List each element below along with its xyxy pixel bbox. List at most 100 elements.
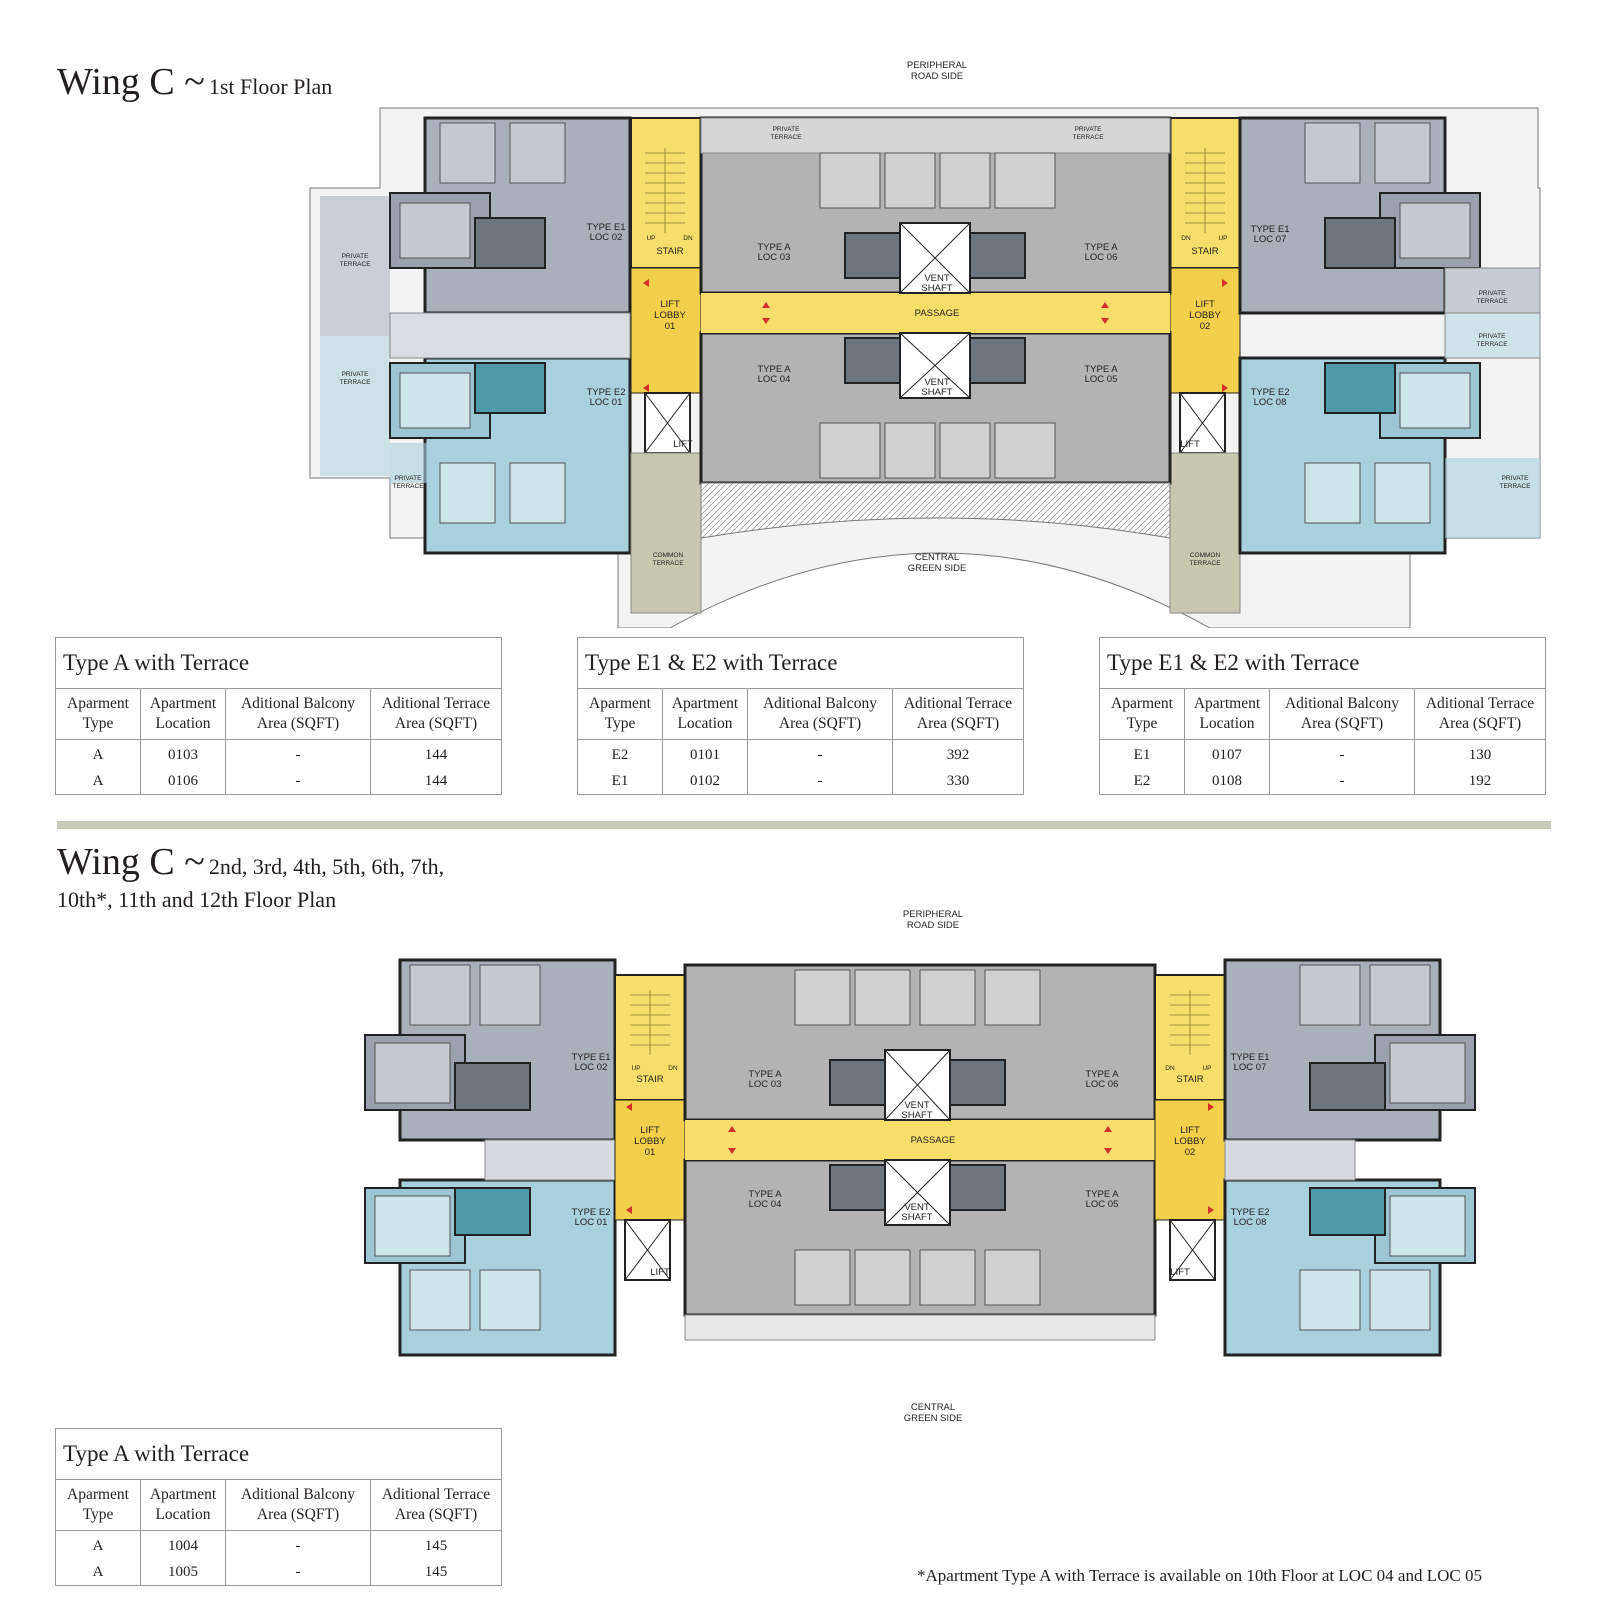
cell: 145	[370, 1559, 502, 1586]
upper-heading-sub1: 2nd, 3rd, 4th, 5th, 6th, 7th,	[208, 854, 445, 879]
unit-loc01-label-1: TYPE E2	[586, 387, 625, 398]
lobby1-label-3: 01	[645, 1147, 656, 1158]
lobby2-label-3: 02	[1200, 321, 1211, 332]
lobby2-label-2: LOBBY	[1174, 1136, 1206, 1147]
unit-loc04-label-2: LOC 04	[758, 374, 791, 385]
cell: 1004	[140, 1530, 226, 1559]
unit-loc08-label-1: TYPE E2	[1230, 1207, 1269, 1218]
cell: 0107	[1184, 739, 1270, 768]
pt1-label-1: PRIVATE	[342, 253, 370, 260]
cell: -	[225, 1559, 371, 1586]
cell: E2	[577, 739, 663, 768]
stair-right-up: UP	[1218, 235, 1227, 242]
stair-right-label: STAIR	[1176, 1074, 1203, 1085]
unit-loc05-label-2: LOC 05	[1085, 374, 1118, 385]
unit-loc03-label-1: TYPE A	[757, 242, 791, 253]
cell: E1	[1099, 739, 1185, 768]
stair-right-dn: DN	[1165, 1065, 1175, 1072]
cell: -	[225, 768, 371, 795]
lobby1-label-1: LIFT	[660, 299, 680, 310]
vent1-label-2: SHAFT	[921, 283, 952, 294]
passage	[685, 1120, 1155, 1160]
pt4-label-2: TERRACE	[770, 134, 802, 141]
unit-loc02-label-1: TYPE E1	[571, 1052, 610, 1063]
unit-loc06-label-2: LOC 06	[1085, 252, 1118, 263]
stair-left-label: STAIR	[636, 1074, 663, 1085]
cell: -	[225, 739, 371, 768]
cell: A	[55, 1559, 141, 1586]
unit-loc06-label-2: LOC 06	[1086, 1079, 1119, 1090]
unit-loc03-label-2: LOC 03	[749, 1079, 782, 1090]
cell: E2	[1099, 768, 1185, 795]
common-terrace-right	[1169, 452, 1241, 614]
stair-right-dn: DN	[1181, 235, 1191, 242]
bath-e1-loc02	[474, 217, 546, 269]
unit-loc07-label-1: TYPE E1	[1250, 224, 1289, 235]
lift-lobby-02	[1154, 1099, 1226, 1221]
unit-loc07-label-2: LOC 07	[1254, 234, 1287, 245]
pt2-label-1: PRIVATE	[342, 371, 370, 378]
table-caption: Type A with Terrace	[55, 637, 502, 689]
road-side-label-1: PERIPHERAL	[907, 60, 967, 71]
lobby1-label-2: LOBBY	[654, 310, 686, 321]
pt7-label-2: TERRACE	[1476, 341, 1508, 348]
cell: 130	[1414, 739, 1546, 768]
lift-right-label: LIFT	[1180, 439, 1200, 450]
pt8-label-2: TERRACE	[1499, 483, 1531, 490]
unit-loc05-label-1: TYPE A	[1085, 1189, 1119, 1200]
green-side-label-1: CENTRAL	[915, 552, 959, 563]
lift-lobby-01	[614, 1099, 686, 1221]
lift-left-label: LIFT	[650, 1267, 670, 1278]
upper-heading-sub2: 10th*, 11th and 12th Floor Plan	[57, 887, 337, 912]
vent1-label-1: VENT	[904, 1100, 930, 1111]
road-side-label-2: ROAD SIDE	[907, 920, 959, 931]
pt3-label-2: TERRACE	[392, 483, 424, 490]
cell: -	[225, 1530, 371, 1559]
cell: -	[747, 739, 893, 768]
road-side-label-2: ROAD SIDE	[911, 71, 963, 82]
road-side-label-1: PERIPHERAL	[903, 909, 963, 920]
cell: 0102	[662, 768, 748, 795]
cell: -	[1269, 739, 1415, 768]
lobby2-label-2: LOBBY	[1189, 310, 1221, 321]
lobby2-label-1: LIFT	[1180, 1125, 1200, 1136]
pt2-label-2: TERRACE	[339, 379, 371, 386]
pt8-label-1: PRIVATE	[1502, 475, 1530, 482]
stair-left-dn: DN	[668, 1065, 678, 1072]
section-divider	[57, 821, 1551, 829]
cell: A	[55, 768, 141, 795]
pt3-label-1: PRIVATE	[395, 475, 423, 482]
unit-loc06-label-1: TYPE A	[1085, 1069, 1119, 1080]
stair-left-label: STAIR	[656, 246, 683, 257]
vent2-label-2: SHAFT	[921, 387, 952, 398]
unit-loc04-label-2: LOC 04	[749, 1199, 782, 1210]
unit-loc01-label-2: LOC 01	[590, 397, 623, 408]
unit-loc04-label-1: TYPE A	[757, 364, 791, 375]
cell: A	[55, 739, 141, 768]
pt6-label-2: TERRACE	[1476, 298, 1508, 305]
vent2-label-2: SHAFT	[901, 1212, 932, 1223]
unit-loc02-label-2: LOC 02	[590, 232, 623, 243]
stair-right-label: STAIR	[1191, 246, 1218, 257]
floor1-heading: Wing C ~ 1st Floor Plan	[57, 60, 332, 104]
table-caption: Type E1 & E2 with Terrace	[1099, 637, 1546, 689]
cell: 0103	[140, 739, 226, 768]
passage	[701, 293, 1170, 333]
